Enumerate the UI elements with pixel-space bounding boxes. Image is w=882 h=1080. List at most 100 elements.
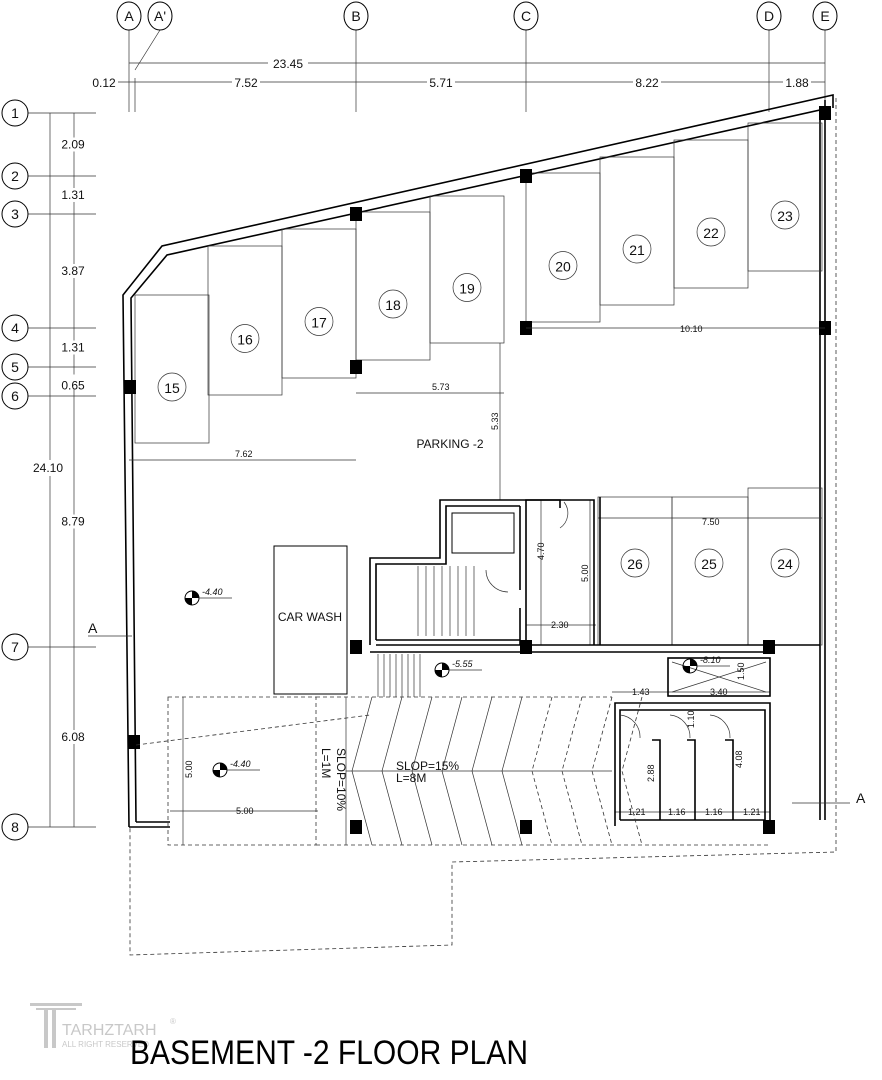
ramp: SLOP=15% L=8M SLOP=10% L=1M bbox=[135, 696, 770, 846]
grid-row-label: 7 bbox=[11, 639, 19, 655]
parking-spot-number: 22 bbox=[703, 225, 719, 241]
watermark-logo: TARHZTARH ALL RIGHT RESERVED ® bbox=[30, 1003, 176, 1049]
parking-spot-number: 24 bbox=[777, 556, 793, 572]
parking-spot-number: 17 bbox=[311, 315, 327, 331]
grid-columns: A A' B C D E bbox=[116, 1, 838, 112]
grid-column-label: E bbox=[820, 8, 829, 24]
dim: 4.08 bbox=[734, 750, 744, 768]
level-value: -4.40 bbox=[230, 759, 251, 769]
dim: 1.16 bbox=[668, 807, 686, 817]
grid-row-bubble: 3 bbox=[1, 200, 96, 228]
dim-column-spacing: 1.88 bbox=[785, 76, 809, 90]
grid-column-label: B bbox=[351, 8, 360, 24]
grid-row-label: 4 bbox=[11, 320, 19, 336]
dim: 5.33 bbox=[490, 412, 500, 430]
column bbox=[350, 640, 362, 654]
parking-spot: 15 bbox=[134, 294, 210, 444]
level-markers: -4.40 -4.40 -5.55 -8.10 bbox=[184, 587, 730, 778]
stair-core bbox=[369, 499, 569, 697]
level-marker: -8.10 bbox=[682, 655, 730, 674]
dim: 2.88 bbox=[646, 764, 656, 782]
column bbox=[763, 820, 775, 834]
parking-spot-number: 20 bbox=[555, 259, 571, 275]
column bbox=[350, 207, 362, 221]
level-value: -8.10 bbox=[700, 655, 721, 665]
parking-spot: 26 bbox=[597, 496, 673, 646]
section-mark-left: A bbox=[88, 620, 98, 636]
dim: 3.40 bbox=[710, 687, 728, 697]
grid-row-bubble: 4 bbox=[1, 314, 96, 342]
dim: 1.43 bbox=[632, 687, 650, 697]
parking-spot-number: 16 bbox=[237, 332, 253, 348]
parking-spot: 16 bbox=[207, 245, 283, 396]
ramp-chevron bbox=[531, 696, 553, 846]
ramp-length: L=8M bbox=[396, 771, 426, 785]
dim: 5.73 bbox=[432, 382, 450, 392]
parking-spot: 17 bbox=[281, 228, 357, 379]
parking-spot-number: 26 bbox=[627, 556, 643, 572]
section-mark-right: A bbox=[856, 790, 866, 806]
grid-column-bubble: E bbox=[812, 1, 838, 31]
dim: 1.50 bbox=[736, 662, 746, 680]
dim-column-spacing: 5.71 bbox=[429, 76, 453, 90]
dim: 4.70 bbox=[536, 542, 546, 560]
ramp-chevron bbox=[561, 696, 583, 846]
level-marker: -5.55 bbox=[434, 659, 482, 678]
grid-column-bubble: D bbox=[756, 1, 782, 31]
dim: 10.10 bbox=[680, 324, 703, 334]
grid-column-label: A bbox=[124, 8, 134, 24]
car-wash-label: CAR WASH bbox=[278, 610, 342, 624]
grid-row-label: 3 bbox=[11, 206, 19, 222]
dim: 1.10 bbox=[686, 710, 696, 728]
parking-spot: 20 bbox=[525, 172, 601, 323]
outer-walls bbox=[122, 93, 837, 956]
watermark-brand: TARHZTARH bbox=[62, 1022, 157, 1039]
watermark-mark: ® bbox=[170, 1017, 176, 1026]
watermark-sub: ALL RIGHT RESERVED bbox=[62, 1040, 149, 1049]
grid-row-label: 1 bbox=[11, 105, 19, 121]
car-wash-area bbox=[273, 545, 348, 695]
page-title: BASEMENT -2 FLOOR PLAN bbox=[130, 1034, 528, 1072]
dim-row-spacing: 6.08 bbox=[61, 730, 85, 744]
dim-row-spacing: 8.79 bbox=[61, 515, 85, 529]
dim-row-spacing: 2.09 bbox=[61, 138, 85, 152]
grid-row-label: 8 bbox=[11, 819, 19, 835]
structural-columns bbox=[124, 106, 831, 834]
parking-spot-number: 15 bbox=[164, 380, 180, 396]
dim: 1.16 bbox=[705, 807, 723, 817]
parking-spot-number: 18 bbox=[385, 297, 401, 313]
column bbox=[520, 640, 532, 654]
section-marks: A A bbox=[88, 620, 866, 806]
dim: 7.62 bbox=[235, 449, 253, 459]
dim: 1.21 bbox=[628, 807, 646, 817]
parking-spot: 18 bbox=[355, 211, 431, 361]
parking-spot-number: 19 bbox=[459, 281, 475, 297]
grid-column-bubble: A' bbox=[147, 1, 173, 31]
parking-spot: 22 bbox=[673, 139, 749, 289]
dim: 7.50 bbox=[702, 517, 720, 527]
level-value: -5.55 bbox=[452, 659, 474, 669]
dim: 5.00 bbox=[580, 564, 590, 582]
parking-spot-number: 21 bbox=[629, 242, 645, 258]
parking-spot-number: 25 bbox=[701, 556, 717, 572]
column bbox=[819, 106, 831, 120]
level-value: -4.40 bbox=[202, 587, 223, 597]
parking-spots: 15 16 17 18 19 20 21 22 23 26 25 24 bbox=[134, 122, 823, 646]
grid-row-bubble: 1 bbox=[1, 99, 96, 127]
grid-row-bubble: 5 bbox=[1, 353, 96, 381]
ramp-slope: SLOP=15% bbox=[396, 759, 459, 773]
grid-row-label: 2 bbox=[11, 168, 19, 184]
dim-row-spacing: 1.31 bbox=[61, 188, 85, 202]
parking-spot: 24 bbox=[747, 487, 823, 646]
dim-column-spacing: 7.52 bbox=[234, 76, 258, 90]
level-marker: -4.40 bbox=[212, 759, 260, 778]
dim: 2.30 bbox=[551, 620, 569, 630]
grid-column-bubble: C bbox=[513, 1, 539, 31]
grid-row-bubble: 6 bbox=[1, 382, 96, 410]
parking-spot: 19 bbox=[429, 195, 505, 344]
dim-row-spacing: 0.65 bbox=[61, 379, 85, 393]
parking-spot: 23 bbox=[747, 122, 823, 272]
grid-row-label: 5 bbox=[11, 359, 19, 375]
